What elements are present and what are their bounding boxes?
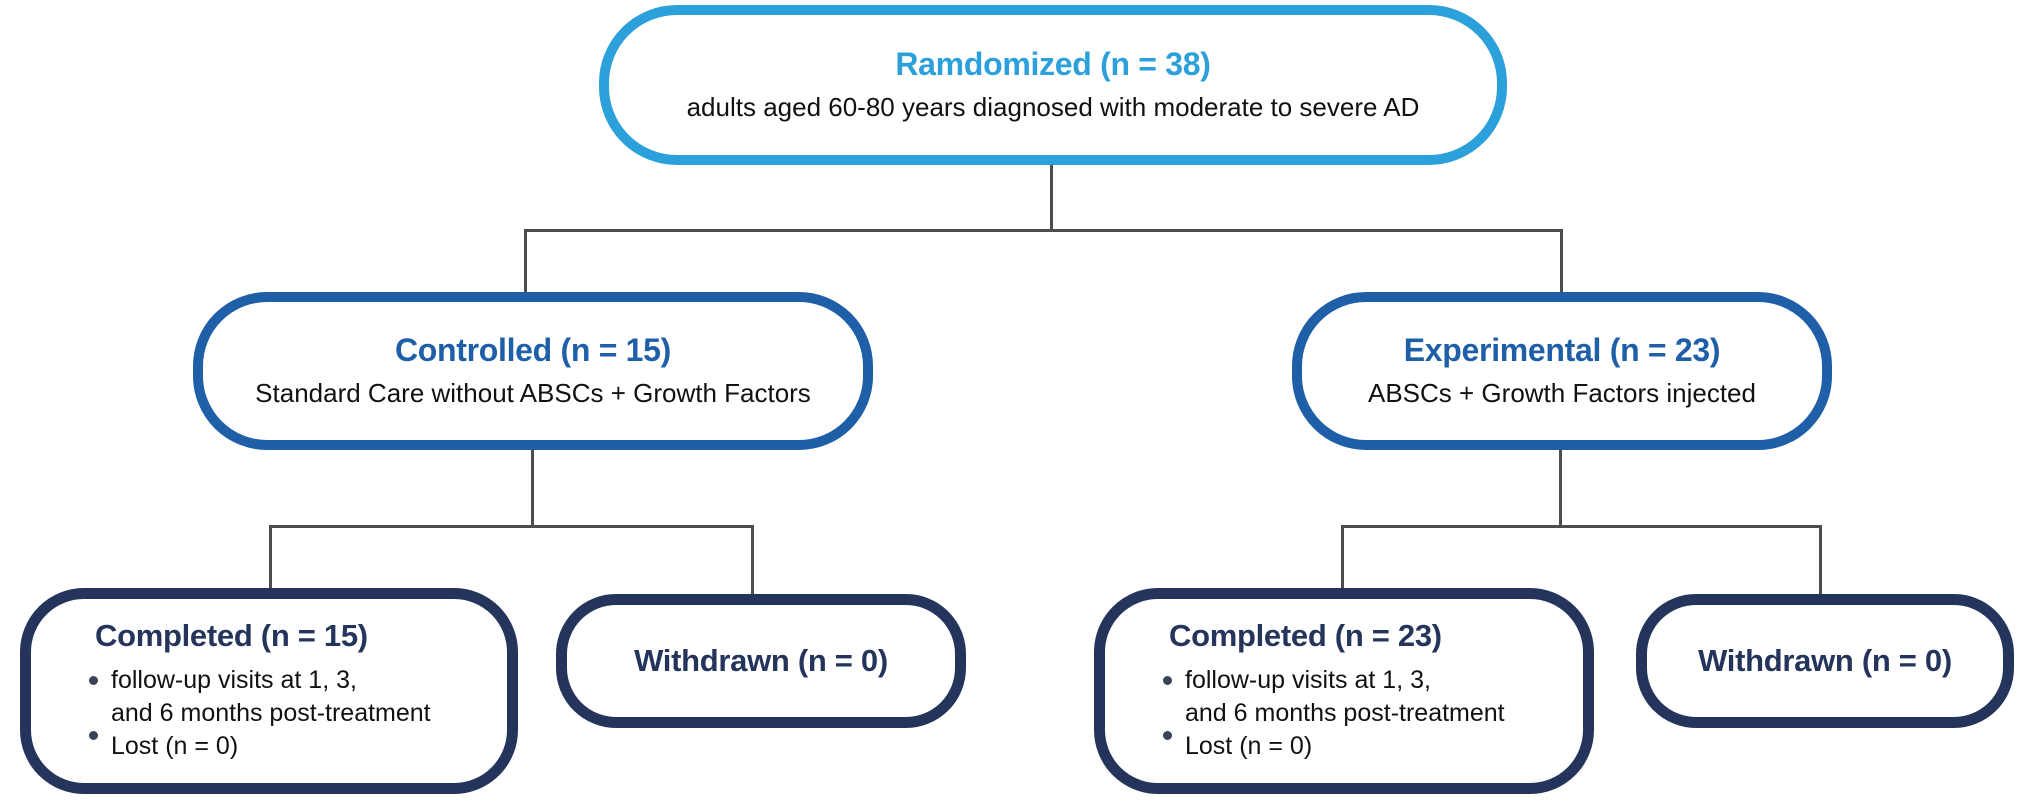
bullet-line: Lost (n = 0) [111,731,239,760]
connector-completed-right-drop [1341,527,1344,590]
completed-experimental-title: Completed (n = 23) [1169,618,1442,654]
connector-controlled-stem [531,448,534,527]
connector-withdrawn-right-drop [1819,527,1822,596]
bullet-line: and 6 months post-treatment [111,698,431,727]
connector-tier2-crossbar [524,229,1563,232]
withdrawn-controlled-box: Withdrawn (n = 0) [556,594,966,728]
bullet-item: Lost (n = 0) [1163,730,1505,763]
randomized-box: Ramdomized (n = 38) adults aged 60-80 ye… [599,5,1507,165]
connector-controlled-crossbar [269,525,754,528]
randomized-subtitle: adults aged 60-80 years diagnosed with m… [686,91,1420,122]
withdrawn-controlled-title: Withdrawn (n = 0) [634,642,888,678]
bullet-icon [89,730,98,740]
experimental-title: Experimental (n = 23) [1403,332,1721,369]
bullet-item: Lost (n = 0) [89,730,431,763]
completed-experimental-box: Completed (n = 23) follow-up visits at 1… [1094,588,1594,794]
controlled-subtitle: Standard Care without ABSCs + Growth Fac… [255,377,811,408]
withdrawn-experimental-title: Withdrawn (n = 0) [1698,642,1952,678]
bullet-item: follow-up visits at 1, 3, and 6 months p… [1163,664,1505,730]
bullet-line: follow-up visits at 1, 3, [1185,665,1431,694]
withdrawn-experimental-box: Withdrawn (n = 0) [1636,594,2014,728]
completed-controlled-bullets: follow-up visits at 1, 3, and 6 months p… [89,664,431,763]
connector-root-stem [1050,163,1053,231]
randomized-title: Ramdomized (n = 38) [895,46,1211,83]
experimental-subtitle: ABSCs + Growth Factors injected [1368,377,1756,408]
bullet-line: Lost (n = 0) [1185,731,1313,760]
controlled-box: Controlled (n = 15) Standard Care withou… [193,292,873,450]
experimental-box: Experimental (n = 23) ABSCs + Growth Fac… [1292,292,1832,450]
bullet-item: follow-up visits at 1, 3, and 6 months p… [89,664,431,730]
completed-controlled-box: Completed (n = 15) follow-up visits at 1… [20,588,518,794]
connector-experimental-stem [1559,448,1562,527]
connector-withdrawn-left-drop [751,527,754,596]
connector-experimental-drop [1560,231,1563,294]
connector-controlled-drop [524,231,527,294]
bullet-icon [1163,675,1172,685]
completed-experimental-bullets: follow-up visits at 1, 3, and 6 months p… [1163,664,1505,763]
bullet-line: and 6 months post-treatment [1185,698,1505,727]
completed-controlled-title: Completed (n = 15) [95,618,368,654]
connector-experimental-crossbar [1341,525,1822,528]
bullet-icon [1163,730,1172,740]
bullet-icon [89,675,98,685]
connector-completed-left-drop [269,527,272,590]
bullet-line: follow-up visits at 1, 3, [111,665,357,694]
controlled-title: Controlled (n = 15) [394,332,672,369]
